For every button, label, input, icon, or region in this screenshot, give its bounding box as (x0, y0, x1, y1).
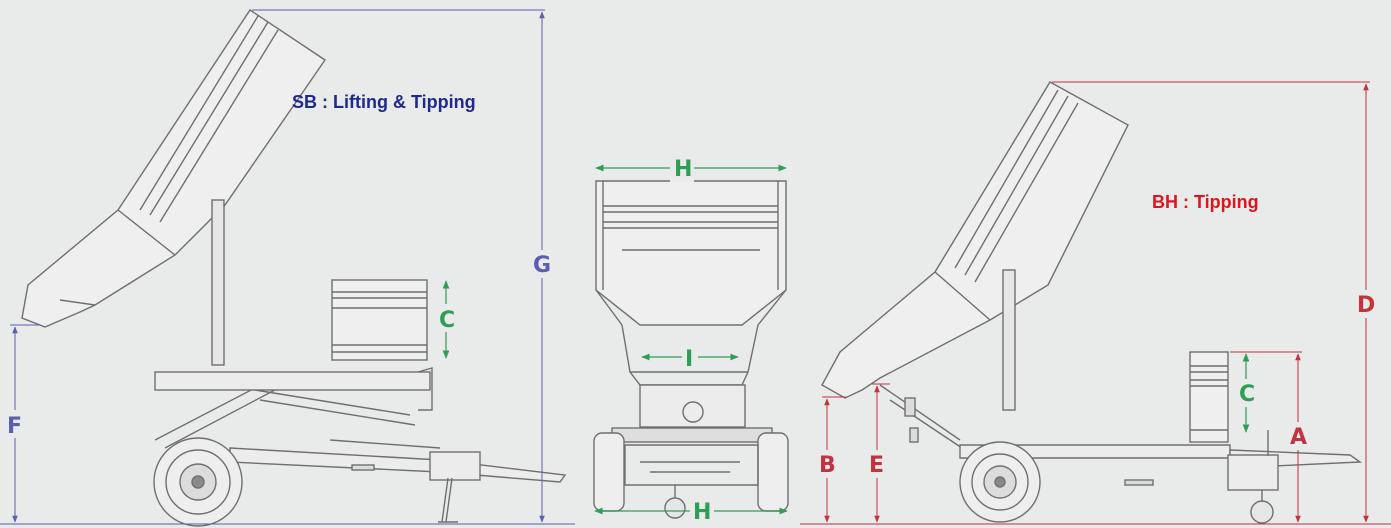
label-d: D (1357, 293, 1375, 318)
bh-side-view (821, 81, 1363, 524)
label-h-bottom: H (693, 500, 711, 525)
bh-title: BH : Tipping (1152, 192, 1259, 212)
label-h-top: H (674, 157, 692, 182)
label-f: F (7, 414, 22, 439)
rear-view (593, 180, 789, 519)
label-c-right: C (1239, 382, 1255, 407)
sb-side-view (21, 9, 567, 527)
label-a: A (1290, 425, 1307, 450)
label-c-left: C (439, 308, 455, 333)
label-g: G (533, 253, 551, 278)
label-backgrounds (4, 154, 1378, 525)
sb-title: SB : Lifting & Tipping (292, 92, 476, 112)
label-b: B (819, 453, 836, 478)
label-e: E (869, 453, 884, 478)
label-i: I (685, 347, 693, 372)
